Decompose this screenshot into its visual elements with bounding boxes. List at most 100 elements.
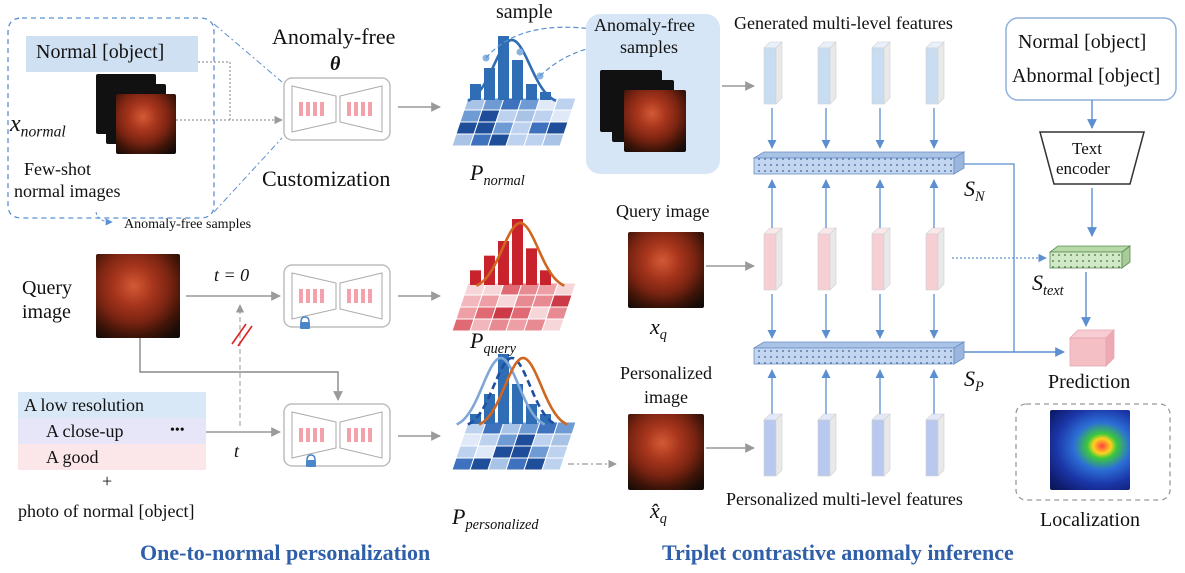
distribution-bar: [470, 414, 481, 424]
heatmap-cell: [549, 109, 573, 123]
t-equals-zero: t = 0: [214, 265, 250, 285]
feature-bar-arrows: [767, 108, 939, 414]
feature-front: [817, 47, 831, 105]
sn-embedding-bar: [752, 151, 966, 175]
distribution-bar: [512, 219, 523, 285]
feature-front: [763, 233, 777, 291]
generator-stripe: [368, 428, 372, 442]
generator-stripe: [354, 102, 358, 116]
heatmap-cell: [549, 433, 573, 447]
feature-side: [775, 41, 783, 105]
feature-front: [817, 233, 831, 291]
distribution-curve: [467, 356, 557, 426]
anomaly-free-note-arrow: [95, 211, 113, 226]
generator-stripe: [320, 428, 324, 442]
prompt-plus: +: [102, 471, 113, 491]
feature-front: [871, 233, 885, 291]
x-q-label: xq: [650, 314, 667, 343]
generated-features-label: Generated multi-level features: [734, 13, 953, 33]
localization-box: [1015, 403, 1171, 501]
x-hat-q-label: x̂q: [650, 498, 667, 527]
generator-stripe: [368, 102, 372, 116]
generator-stripe: [320, 102, 324, 116]
heatmap-cell: [541, 457, 565, 471]
generator-stripe: [313, 289, 317, 303]
distribution-curve: [456, 356, 546, 426]
anomaly-free-label: Anomaly-free: [272, 24, 396, 49]
generator-stripe: [368, 289, 372, 303]
lock-icon-query: [300, 316, 310, 329]
customization-label: Customization: [262, 166, 391, 191]
theta-label: θ: [330, 53, 341, 75]
feature-side: [883, 41, 891, 105]
sp-embedding-bar: [752, 341, 966, 365]
lock-icon-personalized: [306, 454, 316, 467]
distribution-bar: [540, 414, 551, 424]
generator-stripe: [347, 102, 351, 116]
prompt-photo-of-normal: photo of normal [object]: [18, 501, 195, 521]
sample-arrow-2: [539, 43, 601, 77]
distribution-curve: [467, 38, 557, 102]
sample-point: [516, 48, 524, 56]
feature-side: [775, 227, 783, 291]
t-label: t: [234, 441, 240, 461]
distribution-bar: [498, 241, 509, 285]
generator-stripe: [306, 289, 310, 303]
feature-front: [871, 419, 885, 477]
feature-front: [817, 419, 831, 477]
prompt-good: A good: [46, 447, 99, 467]
prediction-label: Prediction: [1048, 371, 1131, 393]
generator-customization: [283, 77, 391, 141]
generator-stripe: [299, 428, 303, 442]
generator-stripe: [313, 102, 317, 116]
feature-side: [829, 413, 837, 477]
feature-side: [937, 227, 945, 291]
generator-stripe: [299, 289, 303, 303]
generator-stripe: [306, 102, 310, 116]
fewshot-image-front: [116, 94, 176, 154]
personalized-label-2: image: [644, 387, 688, 407]
heatmap-cell: [545, 121, 569, 135]
feature-side: [937, 41, 945, 105]
section-title-right: Triplet contrastive anomaly inference: [662, 540, 1014, 565]
heatmap-cell: [541, 133, 565, 147]
distribution-bar: [470, 270, 481, 285]
text-abnormal-prompt: Abnormal [object]: [1012, 65, 1161, 87]
generator-stripe: [354, 289, 358, 303]
feature-front: [925, 419, 939, 477]
sn-label: SN: [964, 176, 985, 205]
generator-stripe: [299, 102, 303, 116]
p-normal-label: Pnormal: [470, 160, 525, 189]
distribution-bar: [540, 92, 551, 100]
sn-to-prediction-line: [964, 163, 1015, 352]
localization-heatmap: [1050, 410, 1130, 490]
feature-front: [871, 47, 885, 105]
heatmap-cell: [549, 294, 573, 308]
text-prompts-box: [1005, 17, 1177, 101]
sp-label: SP: [964, 366, 984, 395]
generator-stripe: [361, 102, 365, 116]
generator-stripe: [361, 428, 365, 442]
section-title-left: One-to-normal personalization: [140, 540, 431, 565]
anomaly-free-box-label-2: samples: [620, 37, 678, 57]
distribution-bar: [484, 255, 495, 285]
heatmap-cell: [541, 318, 565, 332]
generator-stripe: [347, 289, 351, 303]
normal-prompt-box: [26, 36, 198, 72]
fewshot-dashed-region: [7, 17, 215, 219]
prediction-block: [1069, 329, 1115, 367]
anomaly-free-box-label-1: Anomaly-free: [594, 15, 695, 35]
generator-stripes: [299, 102, 372, 442]
distribution-bar: [484, 68, 495, 100]
feature-side: [775, 413, 783, 477]
feature-side: [829, 227, 837, 291]
feature-side: [883, 413, 891, 477]
prompt-close-up: A close-up: [46, 421, 124, 441]
heatmap-cell: [553, 282, 577, 296]
distribution-bar: [470, 84, 481, 100]
prompt-row-good-bg: [18, 444, 206, 470]
generator-stripe: [347, 428, 351, 442]
chart-p-normal: [451, 36, 577, 147]
personalized-features-label: Personalized multi-level features: [726, 489, 963, 509]
feature-front: [925, 47, 939, 105]
